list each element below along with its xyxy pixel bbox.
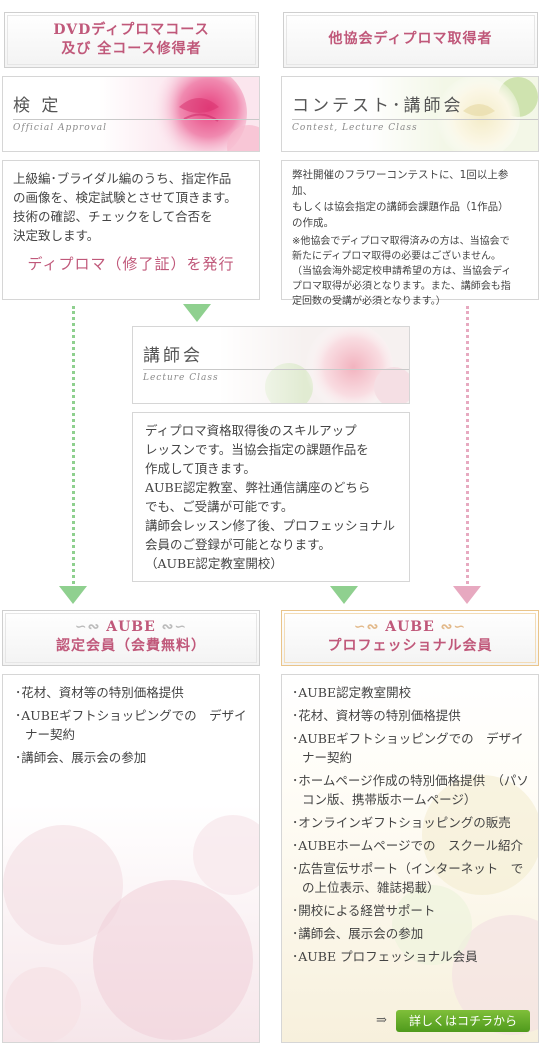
kentei-title: 検 定	[13, 96, 62, 116]
koushikai-banner: 講師会 Lecture Class	[132, 326, 410, 404]
contest-divider	[292, 119, 538, 120]
contest-note-line: （当協会海外認定校申請希望の方は、当協会ディ	[292, 266, 512, 277]
pro-member-header: ∽∾ AUBE ∾∽ プロフェッショナル会員	[281, 610, 539, 666]
dvd-course-header: DVDディプロマコース 及び 全コース修得者	[4, 12, 259, 68]
contest-title: コンテスト･講師会	[292, 96, 464, 116]
kentei-desc-line: 決定致します。	[13, 228, 100, 243]
contest-banner: コンテスト･講師会 Contest, Lecture Class	[281, 76, 539, 152]
contest-note-line: プロマ取得が必須となります。また、講師会も指	[292, 281, 511, 292]
koushikai-desc-line: でも、ご受講が可能です。	[145, 499, 294, 514]
contest-desc-line: もしくは協会指定の講師会課題作品（1作品）	[292, 201, 509, 213]
list-item: ･AUBE プロフェッショナル会員	[292, 949, 478, 964]
white-rose-image	[368, 77, 538, 151]
down-arrow-icon	[183, 304, 211, 322]
dvd-header-line1: DVDディプロマコース	[53, 22, 210, 38]
certified-benefits-panel: ･花材、資材等の特別価格提供 ･AUBEギフトショッピングでの デザイナー契約 …	[2, 674, 260, 1043]
down-arrow-icon	[330, 586, 358, 604]
kentei-desc-line: 上級編･ブライダル編のうち、指定作品	[13, 171, 232, 186]
koushikai-desc-line: 作成して頂きます。	[145, 461, 256, 476]
contest-note-line: 定回数の受講が必須となります。）	[292, 296, 446, 307]
contest-note-line: 新たにディプロマ取得の必要はございません。	[292, 251, 501, 262]
list-item: ･広告宣伝サポート（インターネット での上位表示、雑誌掲載）	[292, 861, 524, 895]
certified-member-title: 認定会員（会費無料）	[56, 638, 206, 654]
contest-note-line: ※他協会でディプロマ取得済みの方は、当協会で	[292, 236, 510, 247]
list-item: ･AUBEホームページでの スクール紹介	[292, 838, 523, 853]
kentei-banner: 検 定 Official Approval	[2, 76, 260, 152]
certified-ornament: ∽∾ AUBE ∾∽	[74, 619, 188, 635]
list-item: ･AUBE認定教室開校	[292, 685, 412, 700]
down-arrow-icon	[453, 586, 481, 604]
diploma-issue-text: ディプロマ（修了証）を発行	[27, 255, 235, 273]
list-item: ･AUBEギフトショッピングでの デザイナー契約	[292, 731, 524, 765]
list-item: ･開校による経営サポート	[292, 903, 436, 918]
kentei-description: 上級編･ブライダル編のうち、指定作品 の画像を、検定試験とさせて頂きます。 技術…	[2, 160, 260, 300]
other-assoc-header: 他協会ディプロマ取得者	[283, 12, 538, 68]
koushikai-divider	[143, 369, 409, 370]
list-item: ･講師会、展示会の参加	[15, 750, 147, 765]
koushikai-desc-line: 講師会レッスン修了後、プロフェッショナル	[145, 518, 396, 533]
contest-description: 弊社開催のフラワーコンテストに、1回以上参加、 もしくは協会指定の講師会課題作品…	[281, 160, 539, 307]
down-arrow-icon	[59, 586, 87, 604]
list-item: ･オンラインギフトショッピングの販売	[292, 815, 511, 830]
rose-background-image	[282, 675, 538, 1042]
koushikai-desc-line: ディプロマ資格取得後のスキルアップ	[145, 423, 357, 438]
pink-dotted-connector	[466, 306, 469, 584]
details-link-button[interactable]: 詳しくはコチラから	[396, 1010, 530, 1032]
dvd-header-line2: 及び 全コース修得者	[61, 41, 202, 57]
list-item: ･花材、資材等の特別価格提供	[292, 708, 461, 723]
koushikai-subtitle: Lecture Class	[143, 373, 219, 383]
other-assoc-header-line: 他協会ディプロマ取得者	[328, 31, 493, 47]
koushikai-desc-line: 会員のご登録が可能となります。	[145, 537, 331, 552]
kentei-desc-line: 技術の確認、チェックをして合否を	[13, 209, 213, 224]
certified-member-header: ∽∾ AUBE ∾∽ 認定会員（会費無料）	[2, 610, 260, 666]
list-item: ･AUBEギフトショッピングでの デザイナー契約	[15, 708, 247, 742]
pro-ornament: ∽∾ AUBE ∾∽	[353, 619, 467, 635]
list-item: ･講師会、展示会の参加	[292, 926, 424, 941]
kentei-desc-line: の画像を、検定試験とさせて頂きます。	[13, 190, 237, 205]
pro-benefits-panel: ･AUBE認定教室開校 ･花材、資材等の特別価格提供 ･AUBEギフトショッピン…	[281, 674, 539, 1043]
list-item: ･ホームページ作成の特別価格提供 （パソコン版、携帯版ホームページ）	[292, 773, 529, 807]
koushikai-desc-line: （AUBE認定教室開校）	[145, 556, 283, 571]
koushikai-desc-line: レッスンです。当協会指定の課題作品を	[145, 442, 369, 457]
kentei-subtitle: Official Approval	[13, 123, 108, 133]
pro-member-title: プロフェッショナル会員	[327, 638, 493, 654]
arrow-right-icon: ⇒	[376, 1013, 387, 1028]
contest-desc-line: 弊社開催のフラワーコンテストに、1回以上参加、	[292, 169, 509, 197]
pastel-rose-image	[219, 327, 409, 403]
list-item: ･花材、資材等の特別価格提供	[15, 685, 184, 700]
pink-rose-image	[99, 77, 259, 151]
koushikai-desc-line: AUBE認定教室、弊社通信講座のどちら	[145, 480, 371, 495]
contest-subtitle: Contest, Lecture Class	[292, 123, 418, 133]
rose-background-image	[3, 675, 259, 1042]
contest-desc-line: の作成。	[292, 217, 334, 229]
green-dotted-connector	[72, 306, 75, 584]
koushikai-title: 講師会	[143, 346, 203, 366]
kentei-divider	[13, 119, 259, 120]
koushikai-description: ディプロマ資格取得後のスキルアップ レッスンです。当協会指定の課題作品を 作成し…	[132, 412, 410, 582]
